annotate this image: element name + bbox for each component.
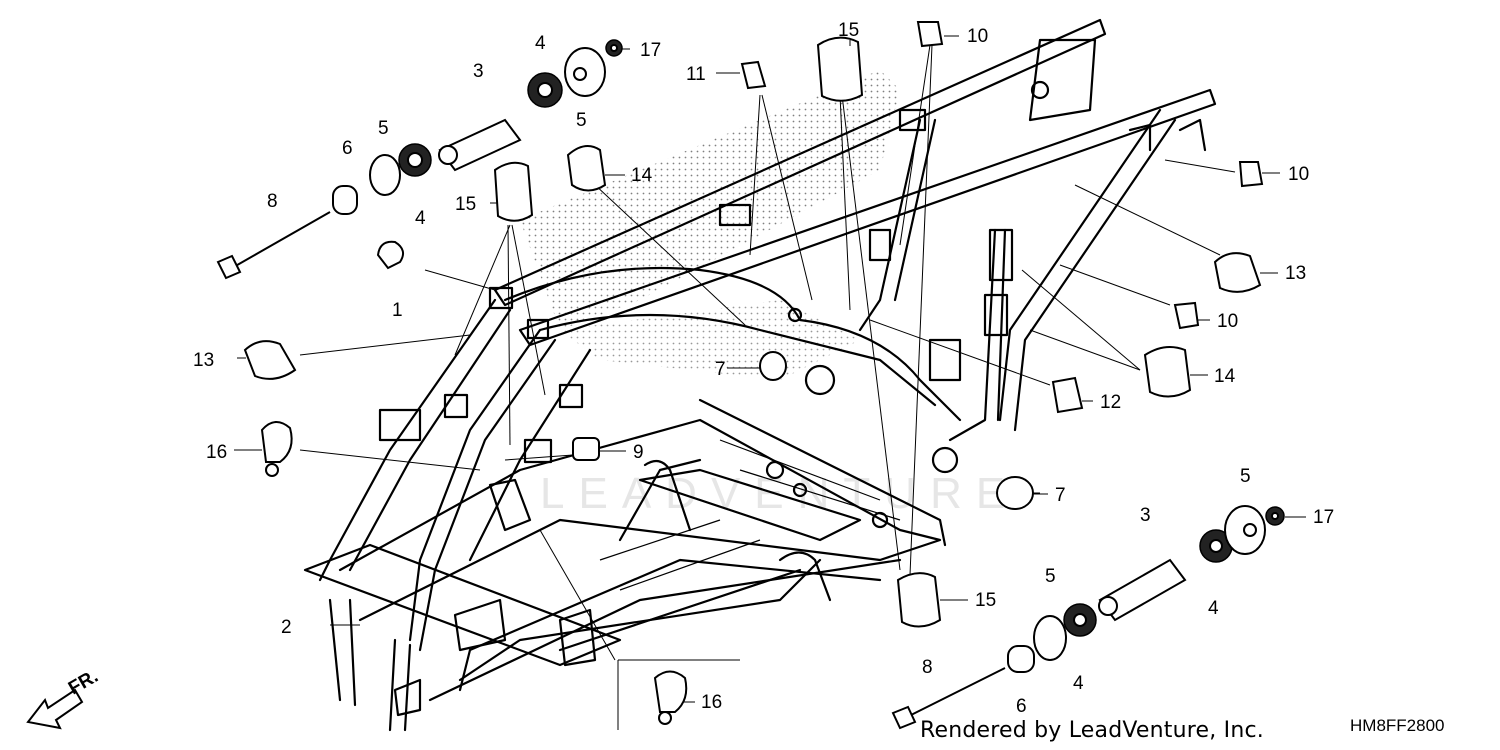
hardware-parts [216,21,1285,730]
clamp-11 [740,60,767,90]
callout-6: 6 [1016,696,1027,717]
callout-8: 8 [922,657,933,678]
callout-5: 5 [576,110,587,131]
clamp-16-left [260,421,293,477]
clip-9 [572,437,600,461]
callout-15: 15 [975,590,996,611]
callout-7: 7 [715,359,726,380]
grommet-7-left [759,351,787,381]
nut-17-upper [605,39,623,57]
band-12 [1051,376,1084,414]
nut-17-lower [1265,506,1285,526]
callout-11: 11 [686,64,706,85]
gear-3-upper [438,118,522,172]
callout-4: 4 [1208,598,1219,619]
callout-6: 6 [342,138,353,159]
front-direction-arrow: FR. [26,666,102,730]
credit-text: Rendered by LeadVenture, Inc. [920,718,1264,743]
callout-10: 10 [1217,311,1238,332]
callout-14: 14 [1214,366,1236,387]
callout-16: 16 [206,442,227,463]
band-15-low [896,572,942,628]
callout-12: 12 [1100,392,1121,413]
bolt-8-lower [891,667,1006,730]
callout-7: 7 [1055,485,1066,506]
bearing-4-upper-a [398,143,432,177]
band-14-top [566,145,607,192]
drawing-code: HM8FF2800 [1350,716,1445,735]
band-15-top [816,36,864,102]
callout-8: 8 [267,191,278,212]
callout-4: 4 [1073,673,1084,694]
callout-10: 10 [967,26,988,47]
grommet-7-right [996,476,1034,510]
callout-16: 16 [701,692,722,713]
callout-3: 3 [473,61,484,82]
callout-5: 5 [1240,466,1251,487]
cap-5-lower-a [1033,615,1067,661]
bolt-8-upper [216,211,331,280]
cap-5-lower-b [1224,505,1266,555]
atv-frame [303,18,1217,732]
gear-3-lower [1098,558,1187,622]
callout-14: 14 [631,165,653,186]
callout-labels: 1 2 3 3 4 4 4 4 5 5 5 5 6 6 7 7 8 8 9 10… [193,20,1334,717]
bearing-4-upper-b [527,72,563,108]
callout-15: 15 [455,194,476,215]
bearing-4-lower-a [1063,603,1097,637]
callout-4: 4 [535,33,546,54]
callout-2: 2 [281,617,292,638]
callout-4: 4 [415,208,426,229]
callout-3: 3 [1140,505,1151,526]
cap-5-upper-b [564,47,606,97]
cap-5-upper-a [369,154,401,196]
clamp-10-low [1173,301,1200,330]
clamp-10-top [916,21,944,48]
callout-5: 5 [1045,566,1056,587]
callout-15: 15 [838,20,859,41]
band-14-right [1143,345,1192,398]
callout-13: 13 [193,350,214,371]
band-13-left [243,340,297,380]
callout-17: 17 [640,40,661,61]
clamp-10-mid [1238,161,1264,188]
clamp-1 [376,240,405,270]
callout-9: 9 [633,442,644,463]
callout-arrows [234,35,1306,703]
callout-1: 1 [392,300,403,321]
collar-6-upper [332,185,358,215]
callout-13: 13 [1285,263,1306,284]
clamp-16-low [653,670,688,725]
callout-10: 10 [1288,164,1309,185]
collar-6-lower [1007,645,1035,673]
bearing-4-lower-b [1199,529,1233,563]
callout-17: 17 [1313,507,1334,528]
band-13-right [1213,252,1262,293]
band-15-left [493,161,534,222]
callout-5: 5 [378,118,389,139]
leader-lines [265,44,1236,730]
